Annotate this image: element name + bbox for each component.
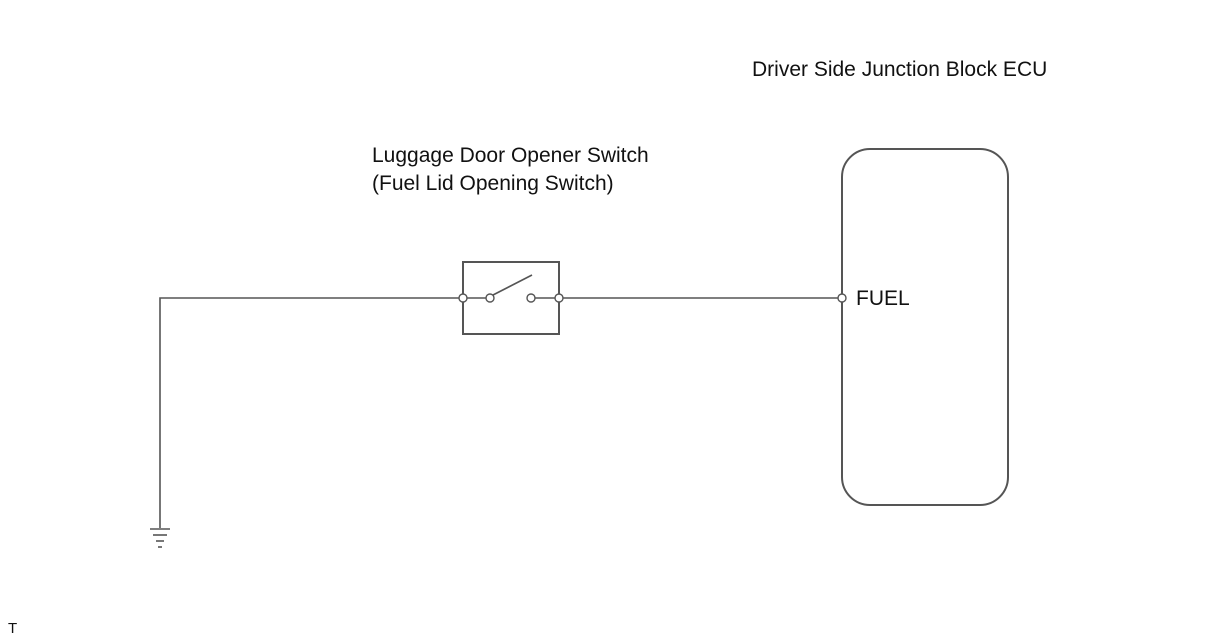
ecu-pin-label: FUEL [856, 287, 910, 310]
switch-terminal-left [458, 293, 468, 303]
corner-mark: T [8, 620, 18, 637]
switch-contact-right [526, 293, 536, 303]
ecu-box [841, 148, 1009, 506]
open-switch-icon [462, 261, 560, 335]
ground-symbol-icon [150, 528, 170, 548]
wire-switch-to-ground [159, 297, 463, 528]
switch-blade [492, 274, 533, 296]
switch-terminal-right [554, 293, 564, 303]
switch-title: Luggage Door Opener Switch [372, 144, 649, 167]
ecu-fuel-terminal [837, 293, 847, 303]
switch-contact-left [485, 293, 495, 303]
switch-subtitle: (Fuel Lid Opening Switch) [372, 172, 614, 195]
ecu-title: Driver Side Junction Block ECU [752, 58, 1048, 81]
